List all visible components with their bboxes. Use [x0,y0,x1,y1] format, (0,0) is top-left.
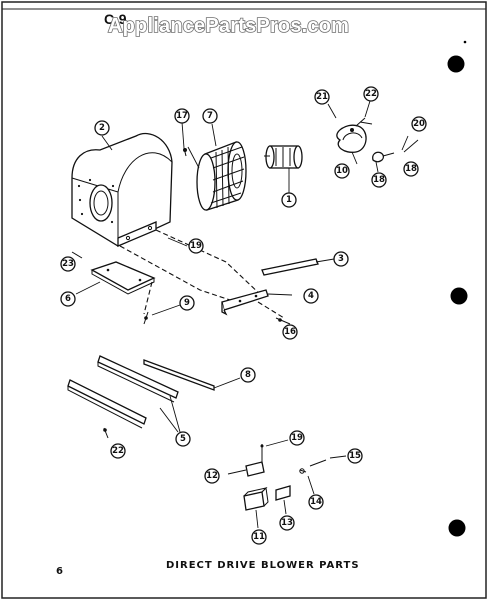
svg-text:3: 3 [338,254,344,264]
leader-lines [101,123,379,247]
callout-18b: 18 [403,161,419,177]
svg-text:18: 18 [373,175,385,185]
speck-mark [463,40,467,44]
assembly-lines [119,229,285,319]
svg-text:6: 6 [65,294,71,304]
svg-text:15: 15 [349,451,361,461]
svg-text:16: 16 [284,327,296,337]
binding-hole-middle [450,287,468,305]
mounting-plate-part [71,251,156,295]
svg-text:23: 23 [62,259,74,269]
watermark-text: AppliancePartsPros.com [108,15,349,37]
svg-text:10: 10 [336,166,348,176]
callout-8: 8 [240,367,256,383]
blower-wheel-part [187,141,247,211]
binding-hole-bottom [448,519,466,537]
svg-text:22: 22 [365,89,377,99]
blower-housing-part [71,132,173,247]
callout-16: 16 [282,324,298,340]
svg-text:12: 12 [206,471,218,481]
svg-text:7: 7 [207,111,213,121]
svg-text:8: 8 [245,370,251,380]
svg-text:18: 18 [405,164,417,174]
rail-part [67,355,181,433]
callout-22: 22 [363,86,379,102]
callout-1: 1 [281,192,297,208]
capacitor-part [243,486,269,529]
callout-6: 6 [60,291,76,307]
diagram-caption: DIRECT DRIVE BLOWER PARTS [166,560,360,571]
svg-text:1: 1 [286,195,292,205]
callout-2: 2 [94,120,110,136]
callout-15: 15 [347,448,363,464]
svg-text:19: 19 [190,241,202,251]
callout-10: 10 [334,163,350,179]
screw-part [181,121,187,157]
svg-text:21: 21 [316,92,328,102]
svg-text:9: 9 [184,298,190,308]
svg-text:20: 20 [413,119,425,129]
callout-3: 3 [333,251,349,267]
svg-text:4: 4 [308,291,314,301]
callout-13: 13 [279,515,295,531]
callout-22b: 22 [110,443,126,459]
callout-9: 9 [179,295,195,311]
callout-markers: 1 2 3 4 5 6 7 8 9 10 11 12 13 14 15 16 1… [60,86,427,545]
clamp-part [227,439,347,495]
callout-17: 17 [174,108,190,124]
rail-part [261,258,335,276]
callout-7: 7 [202,108,218,124]
callout-18: 18 [371,172,387,188]
svg-text:5: 5 [180,434,186,444]
callout-4: 4 [303,288,319,304]
svg-text:2: 2 [99,123,105,133]
svg-text:14: 14 [310,497,322,507]
callout-14: 14 [308,494,324,510]
strap-part [143,359,241,391]
screw-part [103,427,109,439]
section-code: C-9 [104,11,127,27]
svg-text:13: 13 [281,518,293,528]
svg-text:22: 22 [112,446,124,456]
svg-text:11: 11 [253,532,265,542]
svg-text:17: 17 [176,111,188,121]
motor-mount-part [327,100,419,163]
callout-11: 11 [251,529,267,545]
page-number: 6 [56,566,63,577]
callout-20: 20 [411,116,427,132]
callout-12: 12 [204,468,220,484]
callout-5: 5 [175,431,191,447]
binding-hole-top [447,55,465,73]
callout-21: 21 [314,89,330,105]
angle-bracket-part [221,289,293,316]
callout-19: 19 [188,238,204,254]
callout-19b: 19 [289,430,305,446]
svg-text:19: 19 [291,433,303,443]
callout-23: 23 [60,256,76,272]
screw-part [143,304,291,325]
clip-part [275,485,291,515]
motor-part [264,145,303,194]
